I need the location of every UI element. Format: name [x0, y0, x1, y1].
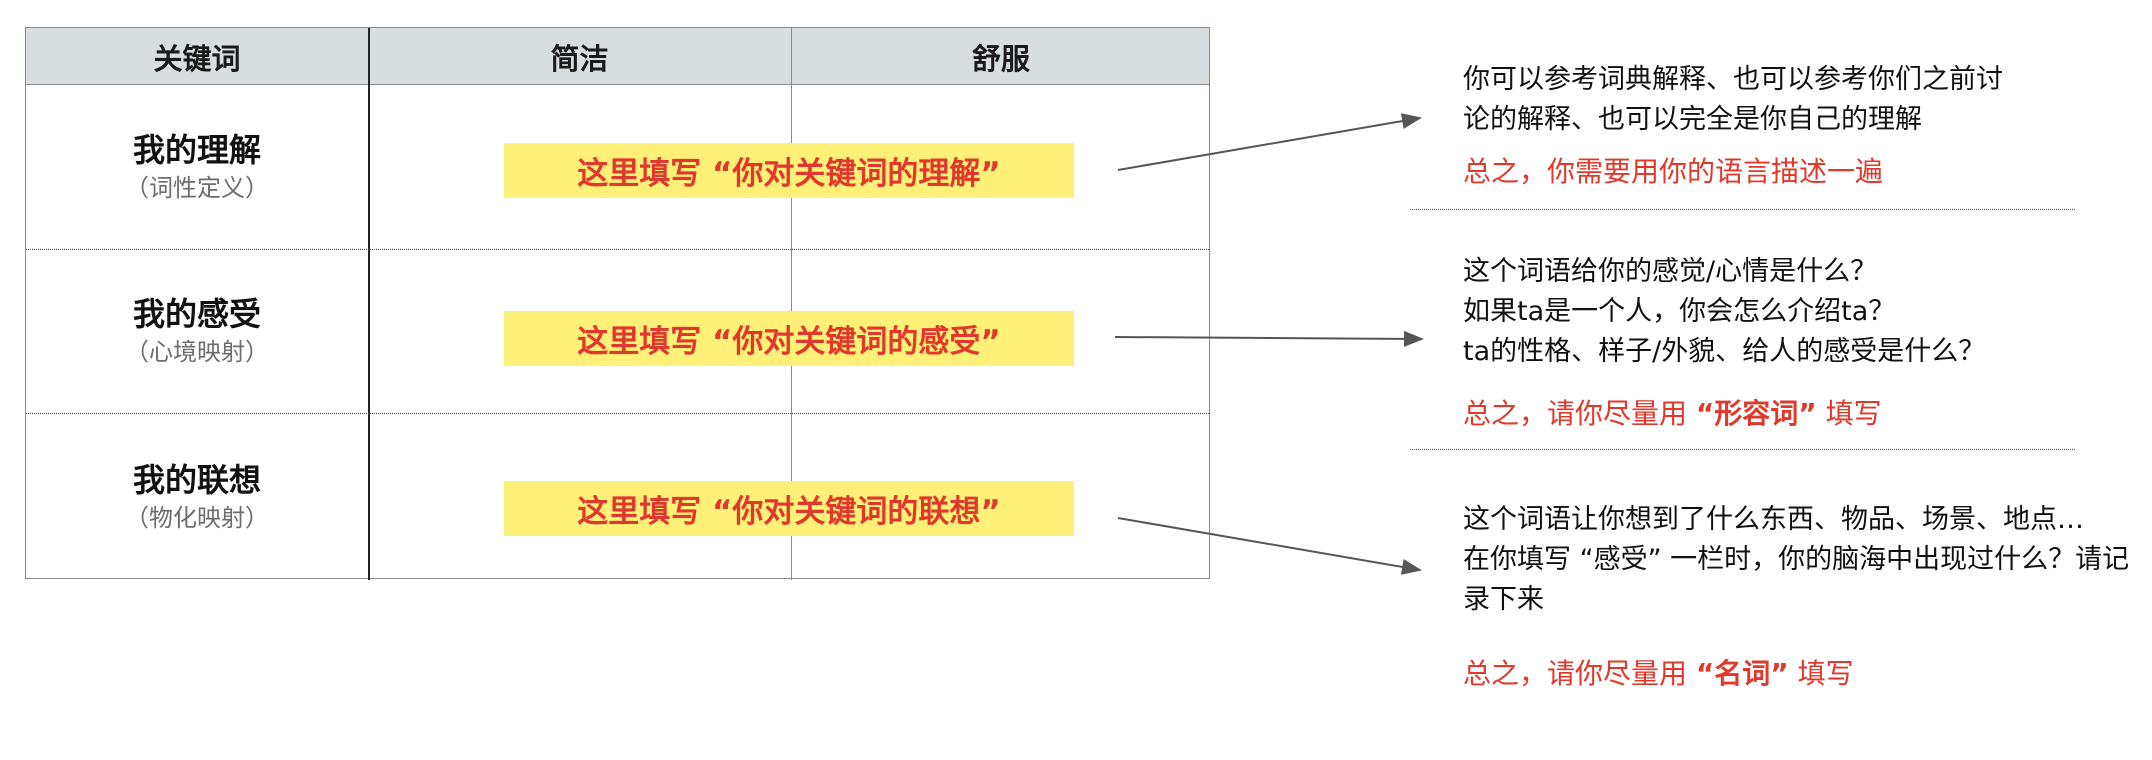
row-title: 我的联想 [132, 460, 261, 499]
summary-feeling: 总之，请你尽量用 “形容词” 填写 [1463, 392, 1882, 432]
table-header-row: 关键词 简洁 舒服 [26, 28, 1209, 85]
note-line: 在你填写 “感受” 一栏时，你的脑海中出现过什么？请记 [1463, 544, 2130, 575]
column-divider-2 [791, 28, 792, 580]
row-subtitle: （心境映射） [125, 338, 269, 366]
summary-understanding: 总之，你需要用你的语言描述一遍 [1463, 150, 1883, 190]
summary-text: 总之，你需要用你的语言描述一遍 [1463, 155, 1884, 188]
summary-suffix: 填写 [1788, 657, 1854, 690]
note-understanding: 你可以参考词典解释、也可以参考你们之前讨 论的解释、也可以完全是你自己的理解 [1463, 60, 2143, 140]
fill-hint-feeling: 这里填写 “你对关键词的感受” [504, 311, 1074, 366]
row-divider-2 [26, 413, 1209, 414]
row-title: 我的理解 [132, 131, 261, 169]
note-line: 你可以参考词典解释、也可以参考你们之前讨 [1463, 64, 2003, 95]
row-subtitle: （词性定义） [125, 174, 269, 202]
summary-keyword: “形容词” [1695, 397, 1817, 430]
note-feeling: 这个词语给你的感觉/心情是什么？ 如果ta是一个人，你会怎么介绍ta？ ta的性… [1463, 252, 2143, 372]
fill-hint-understanding: 这里填写 “你对关键词的理解” [504, 143, 1074, 198]
header-comfortable: 舒服 [971, 41, 1030, 76]
note-line: 如果ta是一个人，你会怎么介绍ta？ [1463, 296, 1896, 327]
column-divider-1 [368, 28, 370, 580]
row-divider-1 [26, 249, 1209, 250]
arrow-understanding [1117, 113, 1422, 171]
summary-keyword: “名词” [1695, 657, 1789, 690]
row-label-understanding: 我的理解 （词性定义） [26, 85, 368, 249]
summary-suffix: 填写 [1816, 397, 1882, 430]
note-line: 录下来 [1463, 584, 1544, 615]
fill-hint-association: 这里填写 “你对关键词的联想” [504, 481, 1074, 536]
note-line: ta的性格、样子/外貌、给人的感受是什么？ [1463, 336, 1986, 367]
arrow-association [1117, 517, 1422, 575]
header-concise: 简洁 [550, 41, 609, 76]
note-association: 这个词语让你想到了什么东西、物品、场景、地点… 在你填写 “感受” 一栏时，你的… [1463, 500, 2143, 620]
header-keyword: 关键词 [153, 41, 241, 76]
arrow-feeling [1114, 330, 1424, 347]
summary-association: 总之，请你尽量用 “名词” 填写 [1463, 652, 1854, 692]
row-title: 我的感受 [132, 295, 261, 333]
keyword-table: 关键词 简洁 舒服 我的理解 （词性定义） 我的感受 （心境映射） 我的联想 （… [25, 27, 1210, 580]
row-subtitle: （物化映射） [125, 503, 269, 532]
note-line: 这个词语给你的感觉/心情是什么？ [1463, 256, 1878, 287]
summary-text: 总之，请你尽量用 [1463, 657, 1696, 690]
note-separator-1 [1410, 209, 2075, 210]
summary-text: 总之，请你尽量用 [1463, 397, 1696, 430]
row-label-feeling: 我的感受 （心境映射） [26, 249, 368, 413]
note-separator-2 [1410, 449, 2075, 450]
note-line: 论的解释、也可以完全是你自己的理解 [1463, 104, 1922, 135]
row-label-association: 我的联想 （物化映射） [26, 413, 368, 580]
note-line: 这个词语让你想到了什么东西、物品、场景、地点… [1463, 504, 2084, 535]
